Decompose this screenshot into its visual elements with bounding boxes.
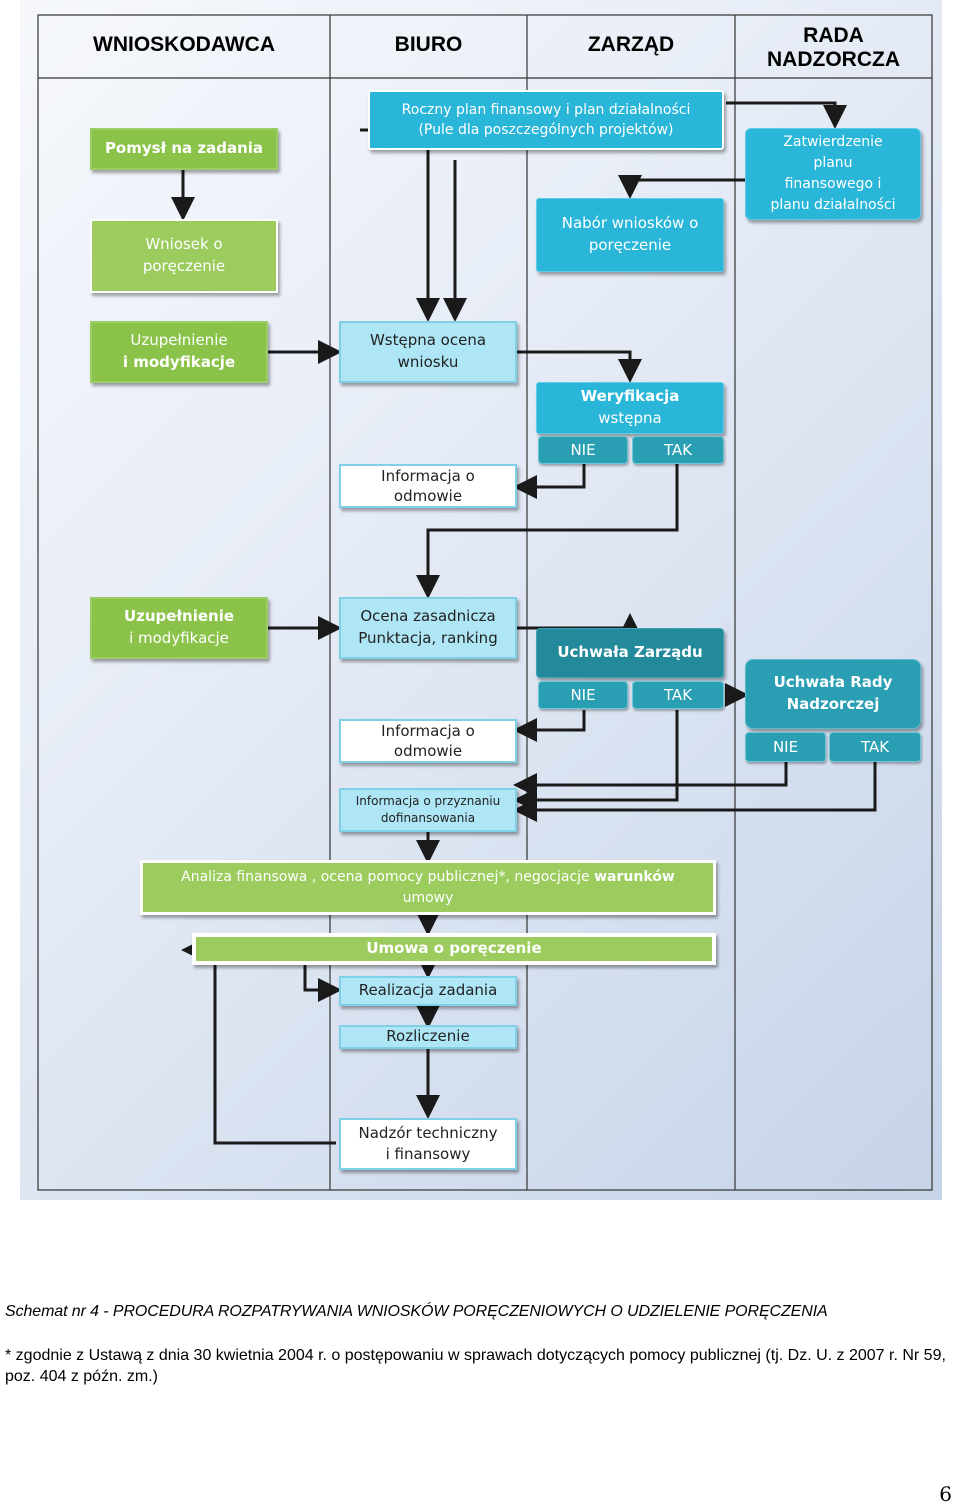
verification-yes-pill: TAK (632, 436, 724, 464)
grant-info-node: Informacja o przyznaniu dofinansowania (339, 788, 517, 832)
column-header-supervisory-board: RADA NADZORCZA (735, 20, 932, 75)
annual-plan-node: Roczny plan finansowy i plan działalnośc… (368, 90, 724, 150)
main-evaluation-line2: Punktacja, ranking (358, 629, 498, 647)
supplement-1-line1: Uzupełnienie (130, 331, 228, 350)
initial-verification-line1: Weryfikacja (580, 387, 680, 406)
footnote: * zgodnie z Ustawą z dnia 30 kwietnia 20… (5, 1347, 946, 1385)
supervision-line1: Nadzór techniczny (358, 1124, 498, 1142)
task-execution-label: Realizacja zadania (358, 981, 498, 1000)
board-resolution-label: Uchwała Zarządu (557, 643, 703, 662)
refusal-info-node-1: Informacja o odmowie (339, 464, 517, 508)
plan-approval-line3: finansowego i (784, 176, 882, 192)
initial-evaluation-node: Wstępna ocena wniosku (339, 321, 517, 383)
board-yes-pill: TAK (632, 681, 724, 709)
settlement-label: Rozliczenie (386, 1027, 470, 1046)
grant-info-line1: Informacja o przyznaniu (355, 793, 501, 808)
financial-analysis-line2: umowy (402, 889, 454, 906)
column-header-applicant: WNIOSKODAWCA (93, 33, 275, 57)
financial-analysis-node: Analiza finansowa , ocena pomocy publicz… (140, 860, 716, 915)
initial-verification-line2: wstępna (598, 409, 662, 427)
column-header-office: BIURO (394, 33, 463, 57)
plan-approval-line2: planu (813, 155, 853, 171)
financial-analysis-bold: warunków (594, 869, 675, 886)
flowchart-connectors (37, 14, 933, 1191)
refusal-info-1-line2: odmowie (393, 487, 463, 505)
application-collection-line1: Nabór wniosków o (561, 214, 699, 233)
supplement-node-1: Uzupełnienie i modyfikacje (90, 321, 268, 383)
main-evaluation-line1: Ocena zasadnicza (360, 607, 496, 626)
plan-approval-line4: planu działalności (770, 197, 896, 213)
supplement-2-line2: i modyfikacje (129, 629, 229, 647)
annual-plan-line1: Roczny plan finansowy i plan działalnośc… (401, 101, 691, 118)
settlement-node: Rozliczenie (339, 1025, 517, 1049)
guarantee-contract-label: Umowa o poręczenie (366, 939, 542, 958)
page-number: 6 (939, 1482, 952, 1506)
plan-approval-line1: Zatwierdzenie (783, 134, 883, 150)
supervisory-resolution-node: Uchwała Rady Nadzorczej (745, 659, 921, 729)
task-execution-node: Realizacja zadania (339, 976, 517, 1006)
annual-plan-line2: (Pule dla poszczególnych projektów) (418, 122, 674, 138)
refusal-info-1-line1: Informacja o (381, 466, 475, 485)
supervision-line2: i finansowy (385, 1145, 471, 1163)
supervisory-resolution-line2: Nadzorczej (786, 695, 880, 713)
application-collection-node: Nabór wniosków o poręczenie (536, 198, 724, 272)
application-collection-line2: poręczenie (588, 236, 672, 254)
financial-analysis-line1: Analiza finansowa , ocena pomocy publicz… (181, 867, 675, 887)
grant-info-line2: dofinansowania (380, 811, 476, 825)
board-resolution-node: Uchwała Zarządu (536, 628, 724, 678)
supplement-1-line2: i modyfikacje (122, 353, 236, 371)
column-header-supervisory-line2: NADZORCZA (767, 47, 900, 71)
supplement-2-line1: Uzupełnienie (123, 607, 235, 626)
application-node: Wniosek o poręczenie (90, 219, 278, 293)
refusal-info-node-2: Informacja o odmowie (339, 719, 517, 763)
column-header-supervisory-line1: RADA (803, 24, 864, 48)
supervisory-yes-pill: TAK (829, 732, 921, 762)
plan-approval-node: Zatwierdzenie planu finansowego i planu … (745, 128, 921, 220)
guarantee-contract-node: Umowa o poręczenie (192, 933, 716, 965)
supervisory-resolution-line1: Uchwała Rady (773, 673, 893, 692)
supplement-node-2: Uzupełnienie i modyfikacje (90, 597, 268, 659)
initial-verification-node: Weryfikacja wstępna (536, 382, 724, 434)
application-line2: poręczenie (142, 257, 226, 275)
column-header-board: ZARZĄD (587, 33, 675, 57)
financial-analysis-text: Analiza finansowa , ocena pomocy publicz… (181, 869, 595, 886)
board-no-pill: NIE (538, 681, 628, 709)
verification-no-pill: NIE (538, 436, 628, 464)
initial-evaluation-line1: Wstępna ocena (369, 331, 487, 350)
main-evaluation-node: Ocena zasadnicza Punktacja, ranking (339, 597, 517, 659)
arrows (171, 101, 877, 1145)
refusal-info-2-line1: Informacja o (381, 721, 475, 740)
idea-node: Pomysł na zadania (90, 128, 278, 170)
supervisory-no-pill: NIE (745, 732, 826, 762)
idea-label: Pomysł na zadania (104, 139, 264, 158)
supervision-node: Nadzór techniczny i finansowy (339, 1118, 517, 1170)
refusal-info-2-line2: odmowie (393, 742, 463, 760)
application-line1: Wniosek o (145, 235, 223, 254)
initial-evaluation-line2: wniosku (397, 353, 459, 371)
schema-caption: Schemat nr 4 - PROCEDURA ROZPATRYWANIA W… (5, 1303, 828, 1320)
